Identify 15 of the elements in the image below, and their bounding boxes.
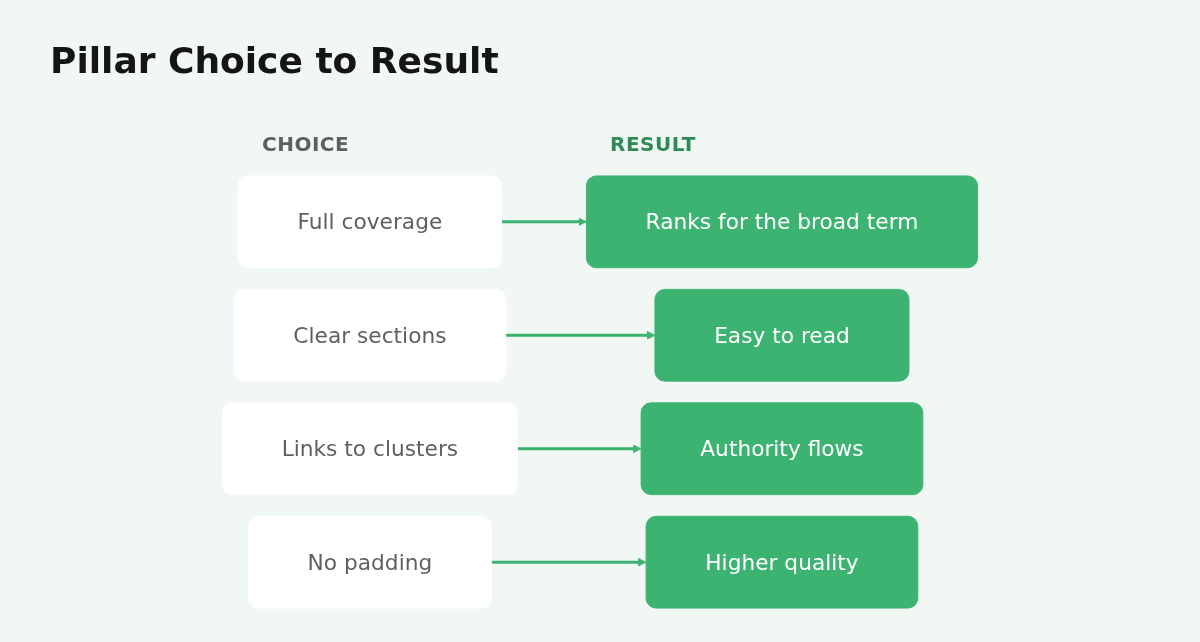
arrow	[501, 217, 587, 227]
choice-box: No padding	[247, 515, 492, 609]
result-box: Ranks for the broad term	[585, 175, 978, 269]
result-box: Higher quality	[645, 515, 919, 609]
arrow	[517, 444, 642, 454]
choice-box: Links to clusters	[222, 402, 518, 496]
choice-box: Clear sections	[233, 288, 507, 382]
choice-box: Full coverage	[237, 175, 502, 269]
result-box: Authority flows	[640, 402, 924, 496]
arrow	[491, 557, 647, 567]
title: Pillar Choice to Result	[50, 40, 499, 81]
result-box: Easy to read	[654, 288, 910, 382]
column-heading: RESULT	[610, 132, 696, 156]
arrow	[505, 330, 656, 340]
column-heading: CHOICE	[262, 132, 350, 156]
